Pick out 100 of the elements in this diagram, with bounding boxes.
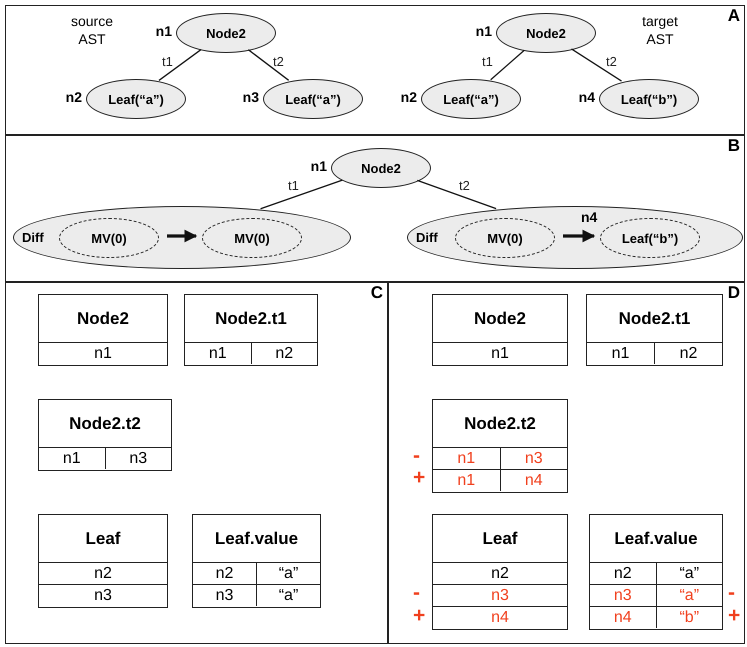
panel-letter: B: [728, 136, 740, 156]
table-cell: n3: [500, 448, 567, 469]
panel-letter: D: [728, 283, 740, 303]
table-cell: “b”: [656, 607, 722, 628]
node-label: MV(0): [234, 230, 270, 246]
node-id: n4: [578, 89, 595, 105]
edge-label: t1: [482, 54, 493, 69]
node-id: n1: [476, 23, 492, 39]
panel-letter: A: [728, 6, 740, 26]
table-cell-text: n2: [214, 564, 234, 584]
dashed-ellipse: [202, 218, 302, 258]
edge-label: t1: [288, 178, 299, 193]
table-cell: “a”: [256, 585, 320, 606]
edge-label: t2: [606, 54, 617, 69]
annotation-text: target AST: [641, 12, 679, 48]
edge-label: t2: [273, 54, 284, 69]
table-cell: n3: [104, 448, 171, 469]
connector-line: [158, 49, 202, 81]
table-cell: “a”: [256, 563, 320, 584]
table-cell: “a”: [656, 585, 722, 606]
dashed-ellipse: [59, 218, 159, 258]
edge-label: t2: [459, 178, 470, 193]
table-cell: n4: [500, 470, 567, 491]
connector-line: [571, 48, 622, 82]
node-label: Leaf(“a”): [443, 92, 499, 106]
node-id: n1: [156, 23, 172, 39]
change-sign: +: [413, 466, 426, 490]
node-label: Leaf(“b”): [620, 92, 678, 106]
node-label: Leaf(“a”): [285, 92, 341, 106]
dashed-ellipse: [455, 218, 555, 258]
table-cell-text: n4: [490, 608, 510, 628]
data-table: [432, 514, 568, 630]
table-cell: n2: [250, 343, 317, 364]
change-sign: -: [728, 581, 735, 606]
change-sign: +: [413, 604, 426, 628]
table-header: Leaf: [39, 515, 167, 563]
table-header: Node2.t1: [185, 295, 317, 343]
table-cell-text: n2: [490, 564, 510, 584]
node-id: n2: [66, 89, 82, 105]
node-id: n1: [310, 158, 327, 174]
data-table: [432, 399, 568, 493]
data-table: [184, 294, 318, 366]
data-table: [38, 294, 168, 366]
table-cell-text: n1: [208, 344, 228, 364]
data-table: [38, 514, 168, 608]
data-table: [432, 294, 568, 366]
table-cell-text: n1: [62, 448, 82, 468]
panel-frame: [5, 135, 745, 282]
panel-frame: [5, 5, 745, 135]
connector-line: [260, 180, 343, 210]
connector-line: [417, 180, 496, 210]
table-cell: “a”: [656, 563, 722, 584]
table-header: Node2: [39, 295, 167, 343]
table-cell-text: n1: [610, 344, 630, 364]
node-id: n4: [581, 209, 598, 225]
table-header: Node2.t1: [587, 295, 722, 343]
node-id: n3: [242, 89, 259, 105]
edge-label: t1: [162, 54, 173, 69]
node-label: Diff: [22, 230, 44, 245]
dashed-ellipse: [600, 218, 700, 258]
table-cell-text: n2: [93, 564, 113, 584]
data-table: [589, 514, 723, 630]
panel-frame: [5, 282, 388, 644]
annotation-text: source AST: [70, 12, 114, 48]
panel-letter: C: [370, 283, 383, 303]
table-cell-text: n3: [490, 586, 510, 606]
table-cell-text: n1: [93, 344, 113, 364]
data-table: [192, 514, 321, 608]
change-sign: -: [413, 444, 420, 468]
change-sign: +: [728, 604, 740, 628]
node-label: Node2: [361, 160, 401, 176]
table-cell-text: n2: [612, 564, 633, 584]
data-table: [586, 294, 723, 366]
connector-line: [248, 49, 290, 81]
table-header: Leaf.value: [193, 515, 320, 563]
arrow: [563, 230, 596, 242]
node-label: Leaf(“b”): [622, 230, 678, 246]
table-header: Leaf: [433, 515, 567, 563]
node-id: n2: [400, 89, 417, 105]
panel-frame: [388, 282, 745, 644]
node-label: MV(0): [91, 230, 127, 246]
node-label: Diff: [416, 230, 438, 245]
table-cell-text: n3: [214, 586, 234, 606]
table-header: Node2.t2: [433, 400, 567, 448]
table-cell-text: n1: [456, 470, 476, 490]
node-label: Leaf(“a”): [108, 92, 164, 106]
table-cell-text: n1: [456, 448, 476, 468]
table-cell-text: n1: [490, 344, 510, 364]
table-cell-text: n4: [612, 608, 633, 628]
table-header: Node2.t2: [39, 400, 171, 448]
change-sign: -: [413, 581, 420, 606]
connector-line: [490, 50, 525, 80]
node-label: MV(0): [487, 230, 523, 246]
table-header: Node2: [433, 295, 567, 343]
table-cell-text: n3: [93, 586, 113, 606]
arrow: [167, 230, 198, 242]
table-cell: n2: [654, 343, 722, 364]
table-cell-text: n3: [612, 586, 633, 606]
table-header: Leaf.value: [590, 515, 722, 563]
node-label: Node2: [526, 26, 566, 40]
